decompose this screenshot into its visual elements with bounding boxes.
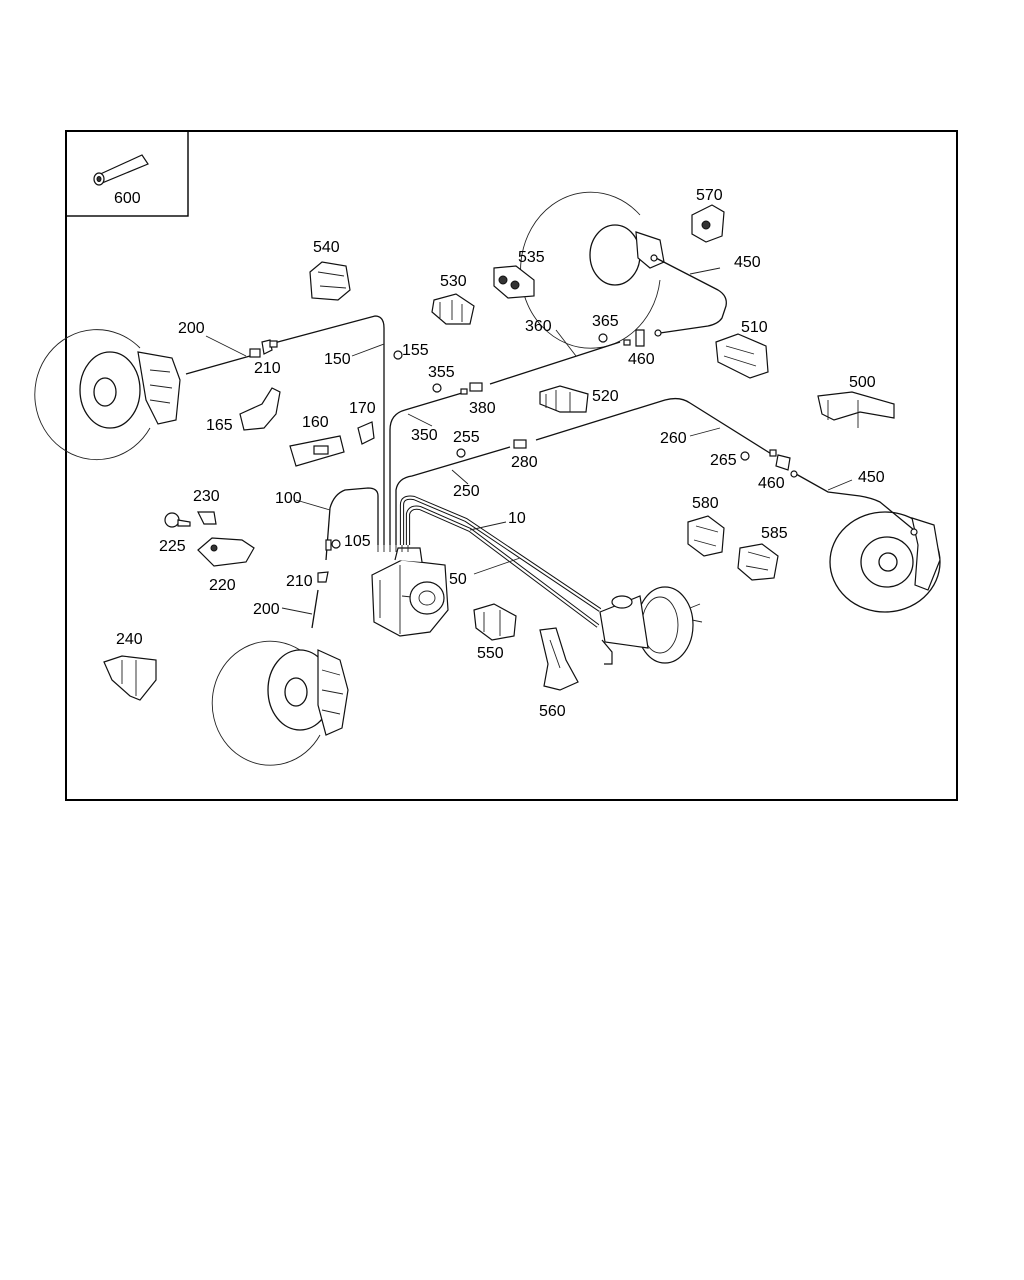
label-50: 50 <box>449 571 467 588</box>
label-365: 365 <box>592 313 619 330</box>
label-260: 260 <box>660 430 687 447</box>
label-165: 165 <box>206 417 233 434</box>
label-460-upper: 460 <box>628 351 655 368</box>
label-350: 350 <box>411 427 438 444</box>
bracket-520-icon <box>539 385 589 413</box>
label-560: 560 <box>539 703 566 720</box>
label-160: 160 <box>302 414 329 431</box>
label-220: 220 <box>209 577 236 594</box>
brake-booster-icon <box>599 586 703 665</box>
label-570: 570 <box>696 187 723 204</box>
label-510: 510 <box>741 319 768 336</box>
label-150: 150 <box>324 351 351 368</box>
label-210-front: 210 <box>254 360 281 377</box>
bracket-585-icon <box>737 543 779 581</box>
label-540: 540 <box>313 239 340 256</box>
label-550: 550 <box>477 645 504 662</box>
label-265: 265 <box>710 452 737 469</box>
label-240: 240 <box>116 631 143 648</box>
label-200-rear: 200 <box>253 601 280 618</box>
bracket-550-icon <box>473 603 517 641</box>
label-530: 530 <box>440 273 467 290</box>
bracket-500-icon <box>817 391 895 428</box>
screw-225-icon <box>164 512 191 528</box>
label-250: 250 <box>453 483 480 500</box>
label-580: 580 <box>692 495 719 512</box>
sleeve-600-icon <box>93 154 149 186</box>
label-230: 230 <box>193 488 220 505</box>
abs-unit-icon <box>371 547 449 637</box>
diagram-frame <box>65 130 958 801</box>
label-450-upper: 450 <box>734 254 761 271</box>
clip-230-icon <box>197 511 217 525</box>
bracket-165-icon <box>239 387 281 431</box>
leader-lines <box>205 267 853 615</box>
bracket-570-icon <box>691 204 725 243</box>
bracket-530-icon <box>431 293 475 325</box>
label-210-rear: 210 <box>286 573 313 590</box>
bracket-240-icon <box>103 655 157 701</box>
label-155: 155 <box>402 342 429 359</box>
label-500: 500 <box>849 374 876 391</box>
label-600: 600 <box>114 190 141 207</box>
brake-disc-rear-right-icon <box>829 511 941 613</box>
bracket-510-icon <box>715 333 769 379</box>
label-380: 380 <box>469 400 496 417</box>
label-355: 355 <box>428 364 455 381</box>
bracket-580-icon <box>687 515 725 557</box>
label-535: 535 <box>518 249 545 266</box>
bracket-220-icon <box>197 537 255 567</box>
label-460-lower: 460 <box>758 475 785 492</box>
bracket-160-icon <box>289 435 345 467</box>
label-280: 280 <box>511 454 538 471</box>
clip-170-icon <box>357 421 375 445</box>
label-170: 170 <box>349 400 376 417</box>
part-labels: 600 570 540 535 530 450 510 500 200 210 … <box>114 187 885 720</box>
inset-box <box>65 130 189 217</box>
label-360: 360 <box>525 318 552 335</box>
bracket-560-icon <box>539 627 579 691</box>
brake-lines <box>185 256 915 629</box>
brake-disc-front-left-icon <box>34 329 181 461</box>
label-255: 255 <box>453 429 480 446</box>
label-105: 105 <box>344 533 371 550</box>
label-200-front: 200 <box>178 320 205 337</box>
label-100: 100 <box>275 490 302 507</box>
bracket-535-icon <box>493 265 535 299</box>
label-585: 585 <box>761 525 788 542</box>
label-225: 225 <box>159 538 186 555</box>
label-520: 520 <box>592 388 619 405</box>
brake-disc-rear-left-icon <box>211 640 349 766</box>
label-10: 10 <box>508 510 526 527</box>
fittings <box>249 254 918 583</box>
label-450-lower: 450 <box>858 469 885 486</box>
bracket-540-icon <box>309 261 351 301</box>
